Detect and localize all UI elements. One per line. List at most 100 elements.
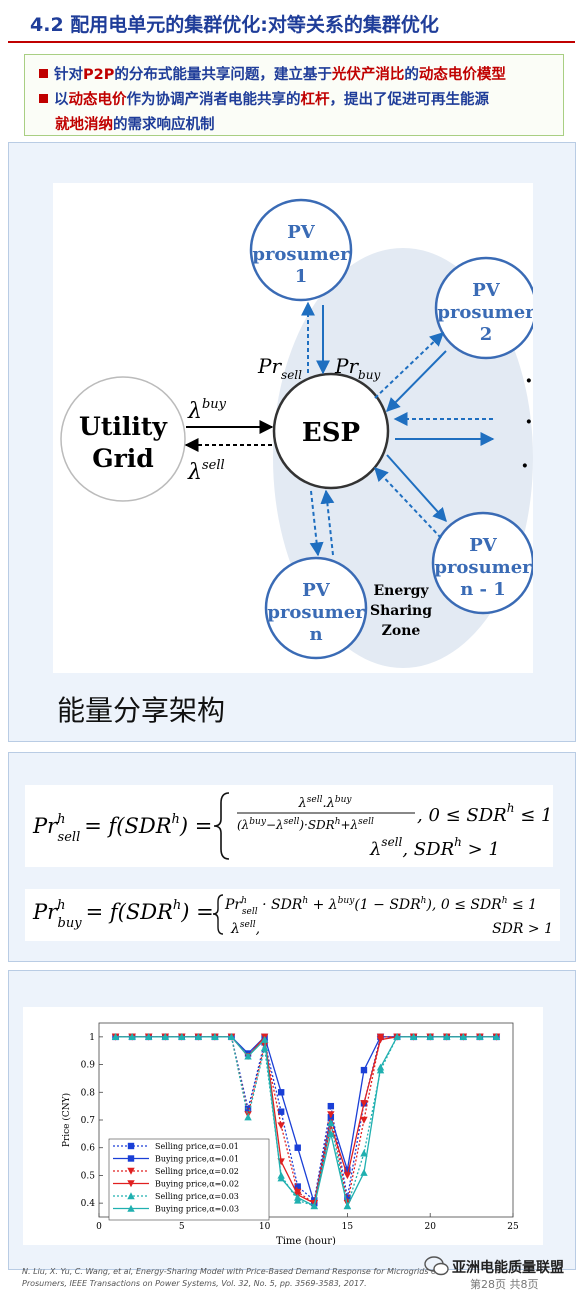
esp-to-pv2-arrow — [374, 332, 445, 399]
data-point — [111, 1033, 120, 1041]
legend-label: Buying price,α=0.02 — [155, 1180, 239, 1189]
ellipsis-dot: · — [525, 368, 533, 394]
data-point — [310, 1202, 318, 1210]
bullet-text: 针对 — [54, 67, 83, 83]
bullet-highlight: 杠杆 — [300, 92, 330, 108]
data-point — [260, 1035, 269, 1043]
citation-line: N. Liu, X. Yu, C. Wang, et al, Energy-Sh… — [22, 1267, 439, 1276]
prosumer-index: 1 — [295, 266, 308, 287]
utility-grid-label: Utility — [79, 412, 168, 441]
series-6 — [111, 1033, 501, 1210]
zone-label: Zone — [382, 623, 421, 639]
slide-header: 4.2 配用电单元的集群优化:对等关系的集群优化 — [0, 0, 583, 44]
prosumer-label: prosumer — [267, 602, 365, 623]
page-title: 4.2 配用电单元的集群优化:对等关系的集群优化 — [30, 14, 439, 36]
bullet-square-icon — [39, 94, 48, 103]
formula-2-condition-2: SDR > 1 — [492, 921, 553, 937]
data-point — [294, 1183, 301, 1190]
data-point — [426, 1033, 434, 1041]
esp-to-pvn1-arrow — [386, 454, 447, 523]
ellipsis-dot: · — [521, 453, 529, 479]
x-tick-label: 10 — [259, 1222, 271, 1232]
data-point — [211, 1033, 219, 1041]
bullet-highlight: 光伏产消比 — [331, 67, 405, 83]
pr-buy-label: Prbuy — [334, 354, 380, 382]
bullet-square-icon — [39, 69, 48, 78]
citation: N. Liu, X. Yu, C. Wang, et al, Energy-Sh… — [22, 1266, 492, 1290]
data-point — [360, 1149, 368, 1157]
bullet-1: 针对P2P的分布式能量共享问题，建立基于光伏产消比的动态电价模型 — [39, 63, 506, 84]
data-point — [476, 1033, 484, 1041]
lambda-buy-label: λbuy — [187, 397, 227, 424]
data-point — [327, 1111, 335, 1119]
y-tick-label: 0.8 — [81, 1088, 96, 1098]
data-point — [360, 1066, 368, 1074]
bullet-text: 的需求响应机制 — [113, 117, 215, 133]
y-tick-label: 0.4 — [81, 1199, 96, 1209]
data-point — [492, 1033, 501, 1041]
legend-marker — [127, 1192, 135, 1200]
wechat-icon — [424, 1256, 449, 1276]
formula-2-case-2: λsell, — [230, 920, 260, 937]
x-axis-label: Time (hour) — [276, 1236, 336, 1245]
bullet-text: 的分布式能量共享问题，建立基于 — [114, 67, 332, 83]
legend-box — [108, 1138, 270, 1221]
data-point — [294, 1193, 302, 1201]
data-point — [376, 1063, 385, 1071]
series-line — [115, 1036, 497, 1208]
esp-to-pvn-arrow — [309, 490, 324, 557]
data-point — [459, 1033, 468, 1041]
prosumer-index: n — [309, 624, 322, 645]
data-point — [327, 1102, 335, 1110]
x-tick-label: 0 — [96, 1222, 102, 1232]
esp-node — [272, 372, 390, 490]
data-point — [277, 1089, 285, 1096]
data-point — [178, 1033, 186, 1041]
pv-prosumer-n-node — [264, 556, 368, 660]
watermark-text: 亚洲电能质量联盟 — [452, 1260, 564, 1276]
pv-label: PV — [287, 222, 316, 243]
data-point — [344, 1194, 351, 1201]
legend-label: Selling price,α=0.01 — [155, 1142, 239, 1151]
data-point — [277, 1174, 285, 1182]
citation-line: Prosumers, IEEE Transactions on Power Sy… — [22, 1279, 367, 1288]
data-point — [277, 1108, 285, 1115]
legend-label: Selling price,α=0.03 — [155, 1192, 239, 1201]
data-point — [327, 1130, 335, 1138]
data-point — [277, 1122, 285, 1130]
data-point — [194, 1033, 203, 1041]
bullet-text: ，提出了促进可再生能源 — [329, 92, 490, 108]
bullet-highlight: P2P — [83, 67, 115, 83]
data-point — [227, 1033, 236, 1041]
data-point — [443, 1033, 451, 1041]
ellipsis-dot: · — [525, 409, 533, 435]
formula-1-denominator: (λbuy−λsell)·SDRh+λsell — [237, 817, 374, 832]
formula-1-case-2: λsell, SDRh > 1 — [369, 835, 500, 860]
data-point — [344, 1166, 351, 1174]
bullet-highlight: 动态电价模型 — [418, 67, 506, 83]
architecture-panel: Utility Grid ESP λbuy λsell PV prosumer … — [8, 142, 576, 742]
bullet-text: 以 — [54, 92, 69, 108]
data-point — [409, 1033, 418, 1041]
data-point — [244, 1052, 252, 1060]
zone-label: Energy — [373, 583, 429, 599]
legend-marker — [127, 1142, 135, 1150]
data-point — [343, 1202, 352, 1210]
legend-label: Buying price,α=0.03 — [155, 1205, 239, 1214]
data-point — [128, 1033, 136, 1041]
bullet-2: 以动态电价作为协调产消者电能共享的杠杆，提出了促进可再生能源 — [39, 88, 489, 109]
y-axis-label: Price (CNY) — [61, 1093, 72, 1147]
data-point — [244, 1105, 252, 1113]
data-point — [327, 1119, 335, 1126]
x-tick-label: 25 — [507, 1222, 519, 1232]
bullet-2-continued: 就地消纳的需求响应机制 — [55, 113, 215, 134]
data-point — [244, 1113, 252, 1121]
y-tick-label: 0.6 — [81, 1144, 96, 1154]
data-point — [161, 1033, 169, 1041]
bullet-highlight: 就地消纳 — [55, 117, 113, 133]
